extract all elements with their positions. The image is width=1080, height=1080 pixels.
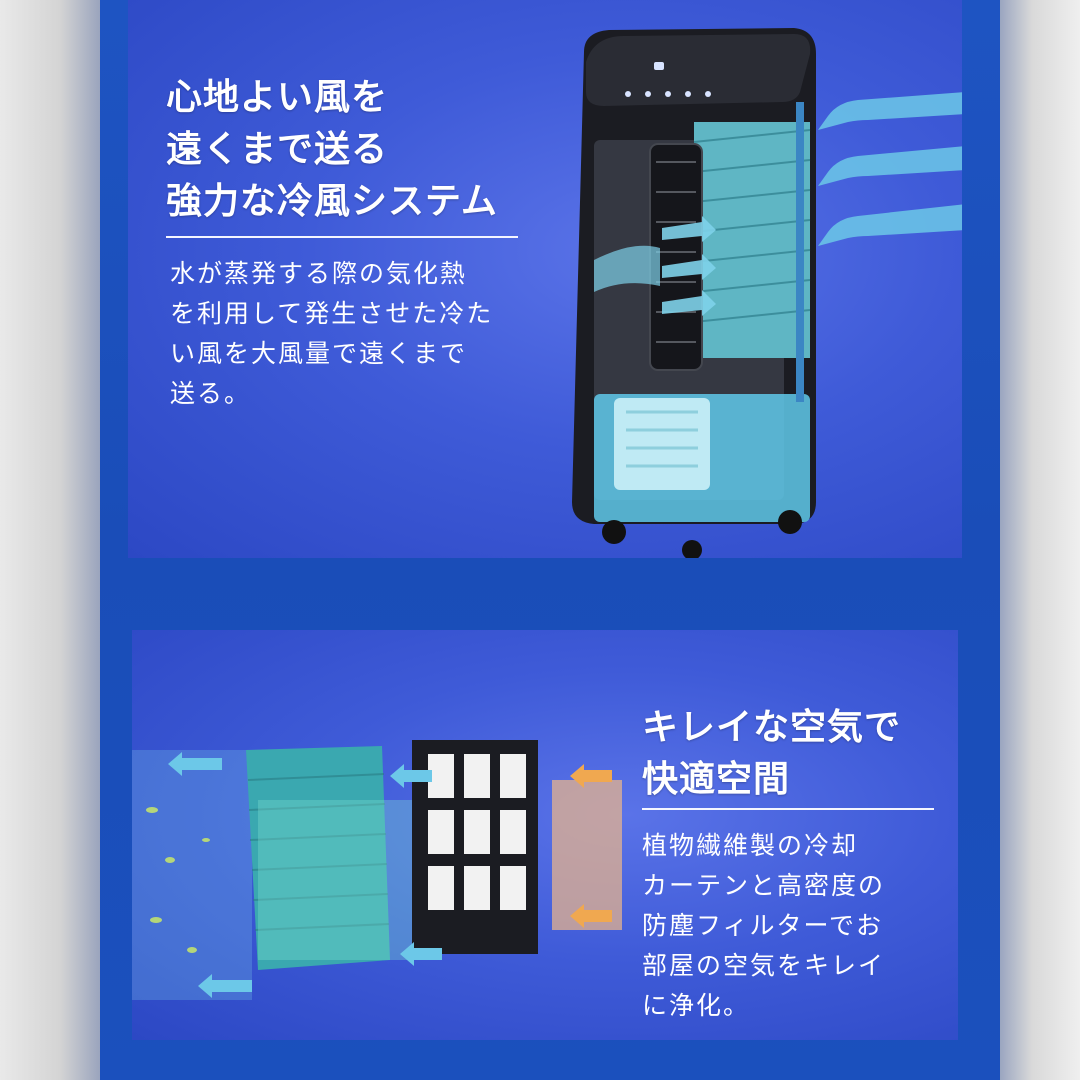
purify-heading-line: キレイな空気で [642,707,902,748]
air-cooler-illustration [572,28,816,558]
cooling-heading-line: 心地よい風を [166,77,389,118]
cooling-description-line: 水が蒸発する際の気化熱 [170,259,468,288]
purify-heading: キレイな空気で 快適空間 [642,702,901,806]
dust-filter-illustration [412,740,538,954]
airflow-arrow-icon [818,92,962,246]
cooling-curtain-illustration [246,746,418,970]
cooling-description-line: 送る。 [170,379,252,408]
purify-description-line: に浄化。 [642,991,751,1020]
box-edge-right [1000,0,1080,1080]
purify-description: 植物繊維製の冷却 カーテンと高密度の 防塵フィルターでお 部屋の空気をキレイ に… [642,826,885,1026]
purify-heading-line: 快適空間 [642,759,791,800]
air-purify-panel: キレイな空気で 快適空間 植物繊維製の冷却 カーテンと高密度の 防塵フィルターで… [132,630,958,1040]
purify-description-line: 部屋の空気をキレイ [642,951,886,980]
filter-illustration [132,740,622,1000]
cooling-description: 水が蒸発する際の気化熱 を利用して発生させた冷た い風を大風量で遠くまで 送る。 [170,254,493,414]
cooling-description-line: を利用して発生させた冷た [170,299,494,328]
cooling-description-line: い風を大風量で遠くまで [170,339,468,368]
purify-description-line: カーテンと高密度の [642,871,886,900]
cooling-divider [166,236,518,238]
purify-description-line: 植物繊維製の冷却 [642,831,859,860]
cooling-system-panel: 心地よい風を 遠くまで送る 強力な冷風システム 水が蒸発する際の気化熱 を利用し… [128,0,962,558]
cooling-heading-line: 遠くまで送る [166,129,389,170]
cooling-heading: 心地よい風を 遠くまで送る 強力な冷風システム [166,72,498,228]
purify-divider [642,808,934,810]
cooling-heading-line: 強力な冷風システム [166,181,498,222]
purify-description-line: 防塵フィルターでお [642,911,884,940]
box-edge-left [0,0,100,1080]
